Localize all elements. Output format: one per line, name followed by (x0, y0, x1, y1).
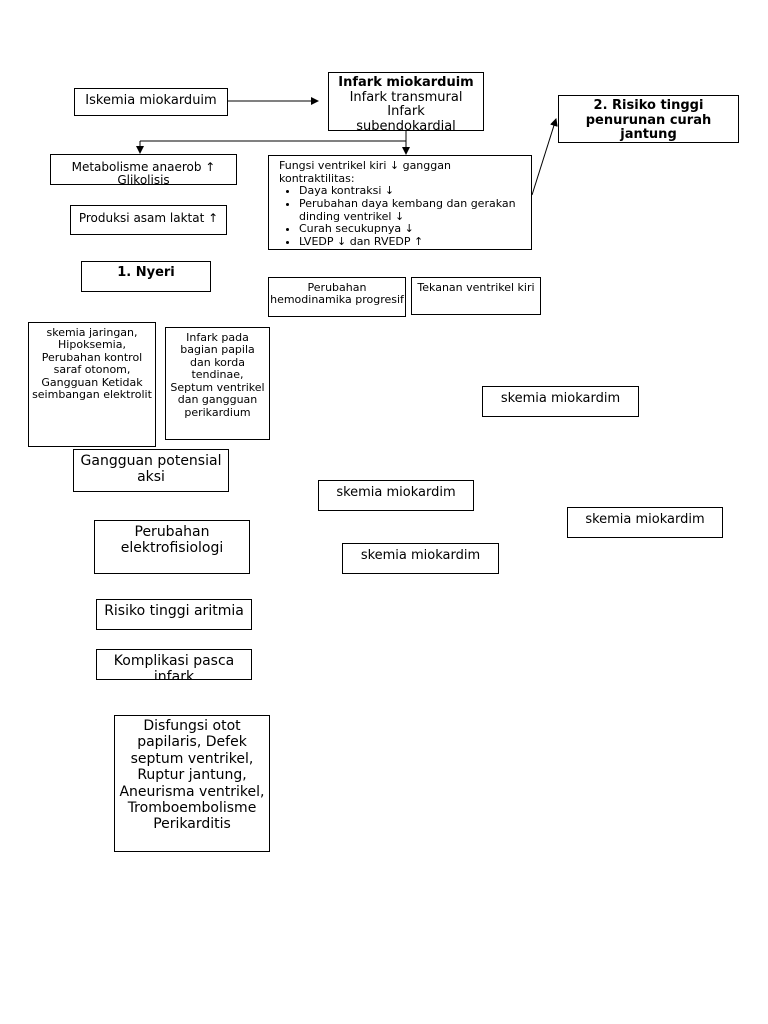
bullet-item: Perubahan daya kembang dan gerakan dindi… (299, 197, 521, 223)
node-skemia-jaringan: skemia jaringan, Hipoksemia, Perubahan k… (28, 322, 156, 447)
node-label: Gangguan potensial aksi (80, 453, 222, 485)
node-metabolisme-anaerob: Metabolisme anaerob ↑ Glikolisis (50, 154, 237, 185)
node-risiko-tinggi-aritmia: Risiko tinggi aritmia (96, 599, 252, 630)
node-iskemia-miokarduim: Iskemia miokarduim (74, 88, 228, 116)
node-perubahan-hemodinamika: Perubahan hemodinamika progresif (268, 277, 406, 317)
node-disfungsi-otot-papilaris: Disfungsi otot papilaris, Defek septum v… (114, 715, 270, 852)
node-title: Infark miokarduim (338, 75, 474, 90)
bullet-item: Daya kontraksi ↓ (299, 185, 521, 198)
node-label: Perubahan elektrofisiologi (120, 524, 224, 556)
node-label: Infark pada bagian papila dan korda tend… (170, 331, 265, 419)
node-label: skemia miokardim (360, 548, 481, 563)
node-label: 1. Nyeri (117, 265, 175, 280)
node-label: Risiko tinggi aritmia (104, 603, 244, 619)
node-label: skemia miokardim (585, 512, 705, 527)
node-nyeri: 1. Nyeri (81, 261, 211, 292)
node-produksi-asam-laktat: Produksi asam laktat ↑ (70, 205, 227, 235)
arrow-fungsi-to-risiko (531, 118, 558, 196)
node-label: skemia miokardim (500, 391, 621, 406)
node-line: Metabolisme anaerob ↑ (71, 160, 216, 174)
node-label: Tekanan ventrikel kiri (417, 281, 535, 294)
node-perubahan-elektrofisiologi: Perubahan elektrofisiologi (94, 520, 250, 574)
node-tekanan-ventrikel: Tekanan ventrikel kiri (411, 277, 541, 315)
bullet-list: Daya kontraksi ↓ Perubahan daya kembang … (279, 185, 521, 248)
node-komplikasi-pasca-infark: Komplikasi pasca infark (96, 649, 252, 680)
node-line: Glikolisis (117, 173, 170, 185)
node-gangguan-potensial-aksi: Gangguan potensial aksi (73, 449, 229, 492)
node-line: Infark transmural (349, 89, 463, 105)
bullet-item: Curah secukupnya ↓ (299, 223, 521, 236)
node-skemia-miokardim-2: skemia miokardim (318, 480, 474, 511)
node-label: Perubahan hemodinamika progresif (270, 281, 404, 307)
node-label: 2. Risiko tinggi penurunan curah jantung (585, 98, 712, 143)
node-label: skemia miokardim (336, 485, 456, 500)
node-intro: Fungsi ventrikel kiri ↓ ganggan kontrakt… (279, 159, 451, 185)
node-label: Produksi asam laktat ↑ (78, 211, 219, 225)
node-label: Disfungsi otot papilaris, Defek septum v… (119, 718, 265, 833)
bullet-item: LVEDP ↓ dan RVEDP ↑ (299, 235, 521, 249)
node-infark-papila: Infark pada bagian papila dan korda tend… (165, 327, 270, 440)
node-label: skemia jaringan, Hipoksemia, Perubahan k… (32, 326, 152, 402)
node-risiko-curah-jantung: 2. Risiko tinggi penurunan curah jantung (558, 95, 739, 143)
node-line: Infark (387, 104, 425, 120)
node-skemia-miokardim-4: skemia miokardim (342, 543, 499, 574)
node-label: Iskemia miokarduim (85, 93, 217, 108)
node-fungsi-ventrikel: Fungsi ventrikel kiri ↓ ganggan kontrakt… (268, 155, 532, 250)
node-skemia-miokardim-3: skemia miokardim (567, 507, 723, 538)
node-line: subendokardial (356, 118, 456, 131)
node-skemia-miokardim-1: skemia miokardim (482, 386, 639, 417)
node-label: Komplikasi pasca infark (113, 653, 235, 680)
node-infark-miokarduim: Infark miokarduim Infark transmural Infa… (328, 72, 484, 131)
